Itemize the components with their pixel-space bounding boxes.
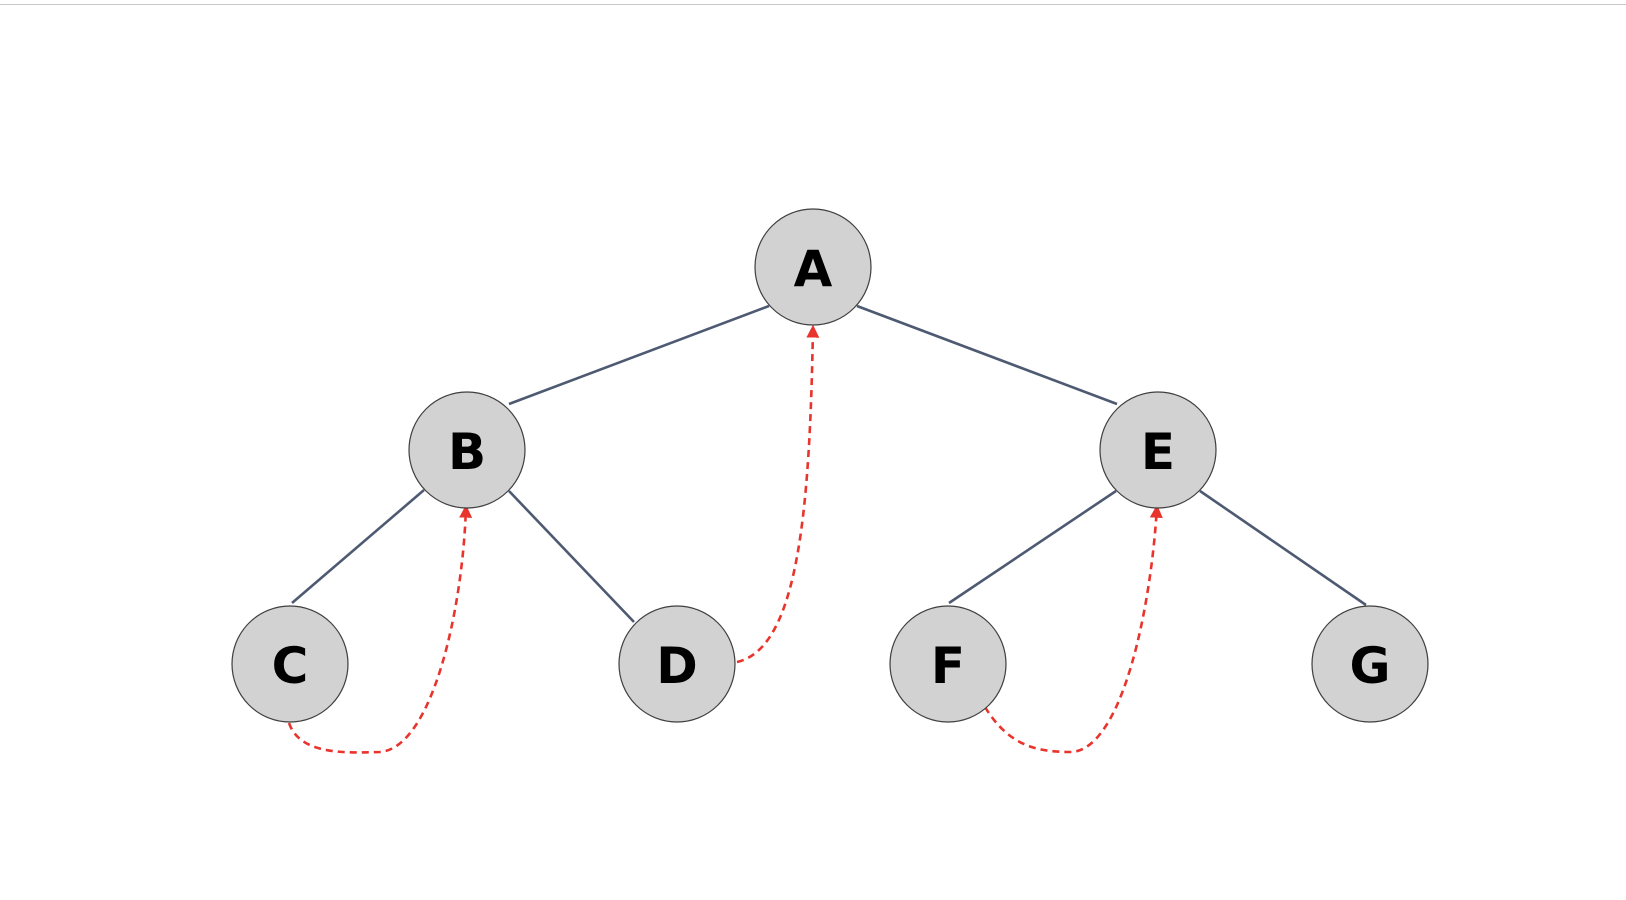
node-label: F	[931, 637, 965, 695]
node-c: C	[231, 605, 349, 723]
thread-f-to-e	[983, 504, 1163, 754]
edge-e-f	[948, 489, 1117, 605]
edge-b-d	[508, 490, 635, 623]
edge-b-c	[291, 489, 425, 604]
edge-e-g	[1199, 489, 1367, 607]
node-label: C	[272, 637, 309, 695]
node-g: G	[1311, 605, 1429, 723]
thread-arrows	[287, 324, 1163, 754]
node-b: B	[408, 391, 526, 509]
edge-a-e	[856, 304, 1118, 406]
node-label: E	[1141, 423, 1175, 481]
node-a: A	[754, 208, 872, 326]
node-e: E	[1099, 391, 1217, 509]
node-label: A	[794, 240, 833, 298]
thread-c-to-b	[287, 504, 473, 754]
tree-edges	[291, 304, 1367, 623]
thread-d-to-a	[736, 324, 820, 664]
node-d: D	[618, 605, 736, 723]
node-label: G	[1349, 637, 1390, 695]
node-label: D	[656, 637, 698, 695]
node-f: F	[889, 605, 1007, 723]
node-label: B	[448, 423, 486, 481]
top-divider	[0, 4, 1626, 5]
edge-a-b	[508, 304, 770, 406]
